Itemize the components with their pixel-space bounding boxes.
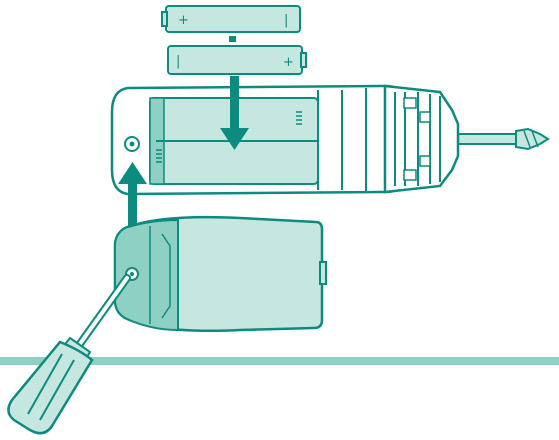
battery-top-plus: +: [178, 13, 189, 28]
battery-icon: | +: [168, 46, 306, 74]
battery-gap: [229, 36, 236, 42]
bit-icon: [458, 129, 548, 149]
battery-bottom-plus: +: [283, 55, 294, 70]
screwdriver-icon: [8, 278, 127, 433]
drill-body-icon: [112, 86, 458, 194]
battery-top-minus: |: [284, 13, 288, 28]
battery-cover-icon: [115, 217, 326, 331]
battery-bottom-minus: |: [176, 54, 180, 69]
battery-icon: + |: [162, 6, 300, 32]
